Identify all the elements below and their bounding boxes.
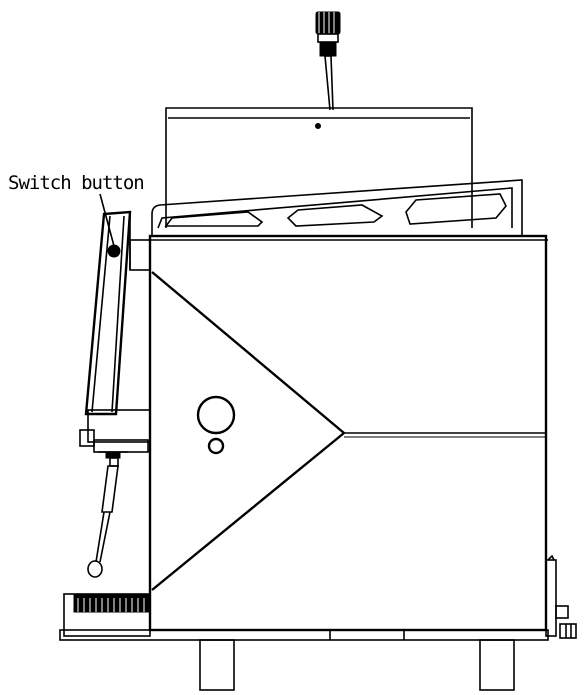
callout-leader bbox=[99, 193, 115, 247]
top-tray bbox=[151, 179, 523, 236]
main-body bbox=[148, 234, 548, 632]
switch-button-label: Switch button bbox=[8, 172, 145, 194]
spout-assembly bbox=[79, 409, 151, 578]
top-hopper bbox=[165, 107, 473, 228]
front-control-panel bbox=[84, 210, 151, 416]
base bbox=[59, 629, 549, 691]
rear-fittings bbox=[545, 554, 577, 639]
top-knob bbox=[315, 11, 341, 111]
drip-tray bbox=[63, 593, 151, 637]
